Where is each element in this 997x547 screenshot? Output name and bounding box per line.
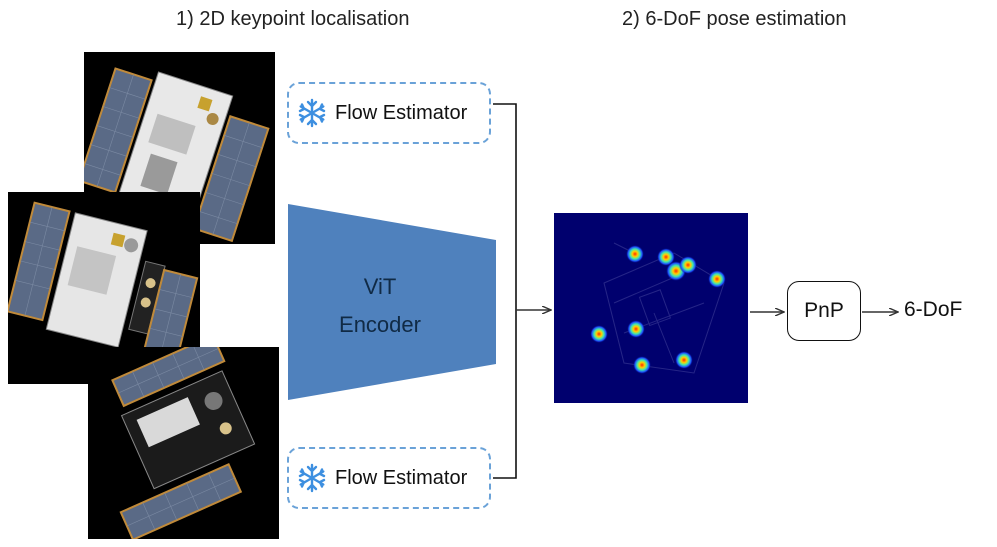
output-label: 6-DoF: [904, 298, 963, 321]
snowflake-icon: [298, 98, 326, 128]
flow-estimator-label: Flow Estimator: [335, 466, 468, 489]
flow-merge-bracket: [493, 103, 517, 479]
keypoint-heatmap: [554, 213, 748, 403]
encoder-line-1: ViT: [363, 274, 397, 299]
snowflake-icon: [298, 463, 326, 493]
pnp-block: PnP: [787, 281, 861, 341]
vit-encoder-block: [288, 204, 496, 400]
pnp-label: PnP: [804, 299, 844, 322]
stage2-heading: 2) 6-DoF pose estimation: [622, 8, 847, 30]
heatmap-canvas: [554, 213, 748, 403]
stage1-heading: 1) 2D keypoint localisation: [176, 8, 410, 30]
flow-estimator-label: Flow Estimator: [335, 101, 468, 124]
vit-encoder-label: ViT Encoder: [310, 268, 450, 344]
encoder-line-2: Encoder: [339, 312, 421, 337]
satellite-image-3: [88, 347, 279, 539]
flow-estimator-top: Flow Estimator: [287, 82, 491, 144]
flow-estimator-bottom: Flow Estimator: [287, 447, 491, 509]
